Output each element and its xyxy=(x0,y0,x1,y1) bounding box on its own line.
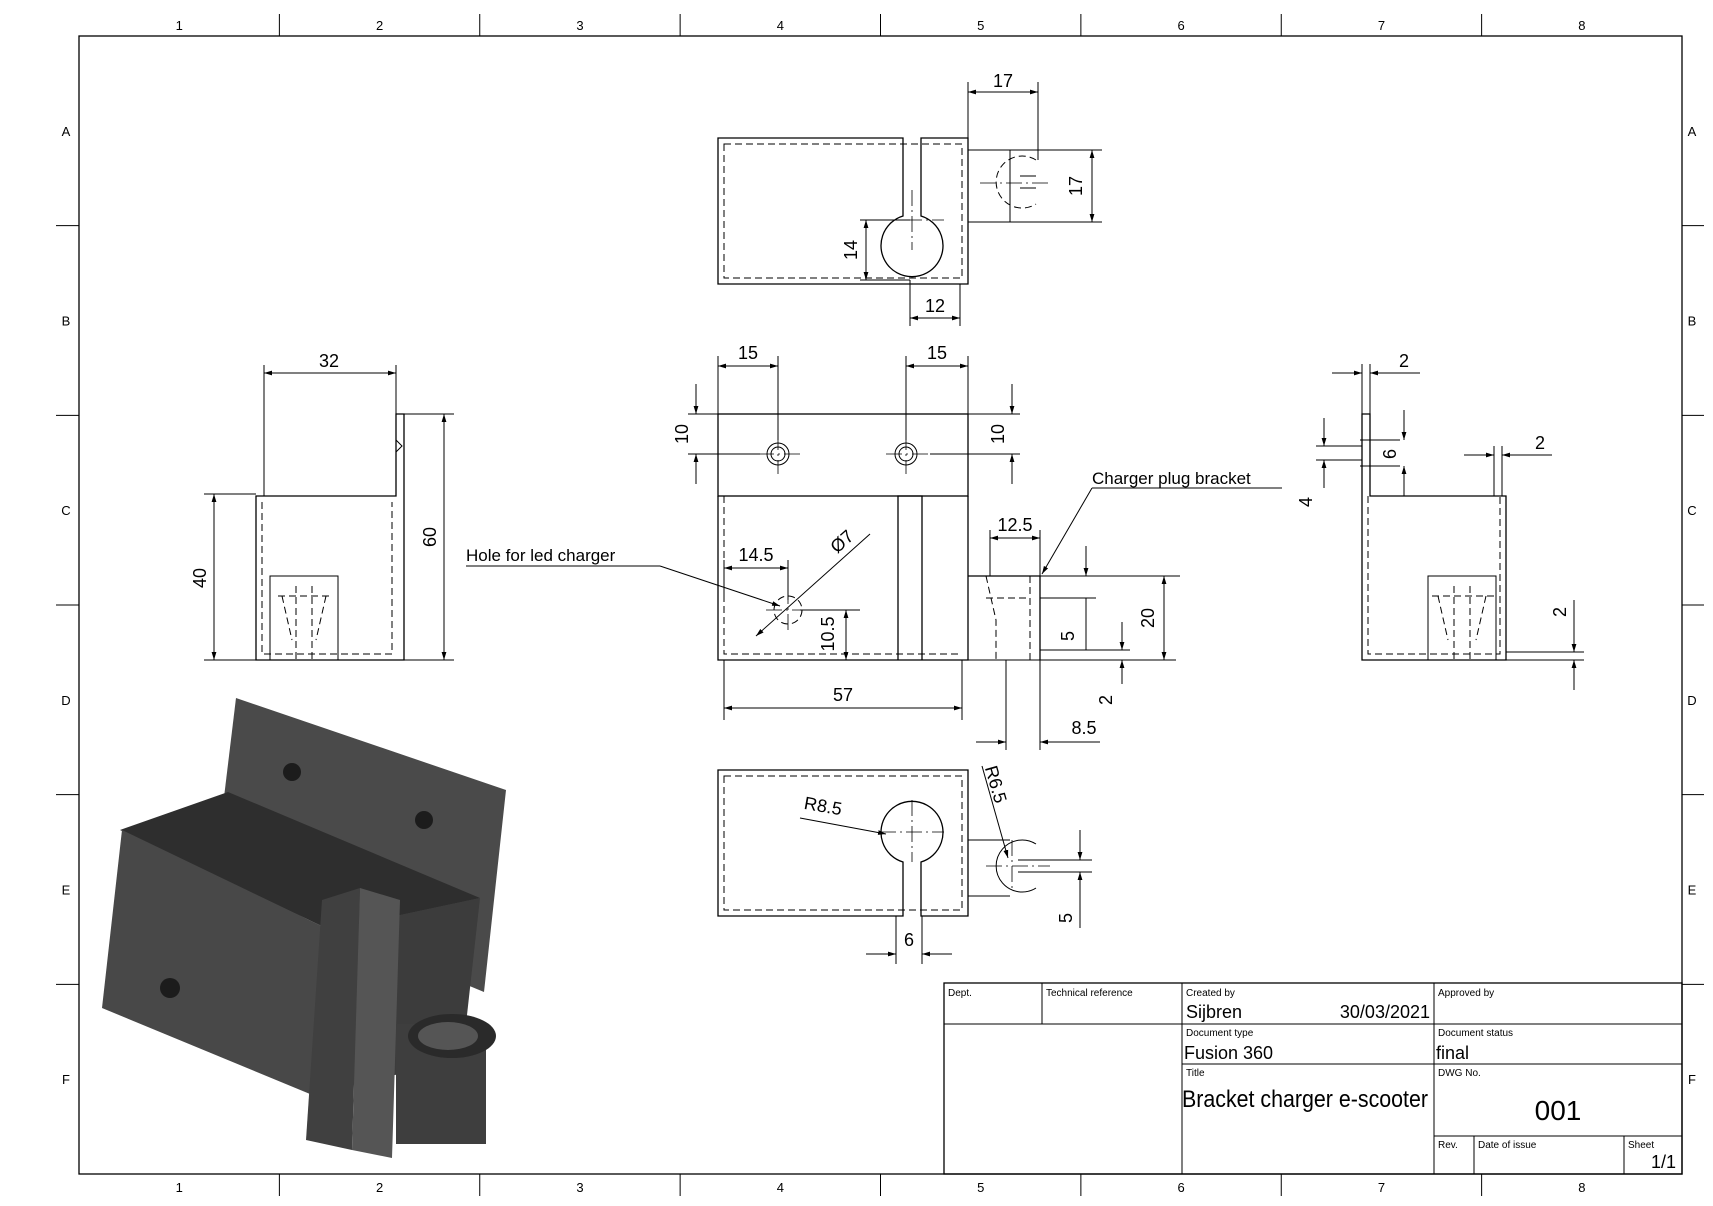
dim-top-17-horizontal: 17 xyxy=(993,71,1013,91)
front-view: 15 15 10 10 14.5 Ø7 10.5 57 Hole for led… xyxy=(466,343,1282,750)
zone-column-label: 4 xyxy=(777,18,784,33)
dim-plug-8-5: 8.5 xyxy=(1071,718,1096,738)
dim-top-12: 12 xyxy=(925,296,945,316)
label-date-of-issue: Date of issue xyxy=(1478,1140,1537,1151)
zone-column-label: 2 xyxy=(376,18,383,33)
dim-side-60: 60 xyxy=(420,527,440,547)
zone-column-label: 6 xyxy=(1177,1180,1184,1195)
document-type-value: Fusion 360 xyxy=(1184,1043,1273,1063)
zone-row-label: A xyxy=(1688,124,1697,139)
dim-plug-5: 5 xyxy=(1058,631,1078,641)
dim-front-10-right: 10 xyxy=(988,424,1008,444)
zone-column-label: 2 xyxy=(376,1180,383,1195)
label-dept: Dept. xyxy=(948,988,972,999)
zone-row-label: F xyxy=(62,1072,70,1087)
title-block: Dept. Technical reference Created by Sij… xyxy=(943,982,1683,1175)
label-technical-reference: Technical reference xyxy=(1046,988,1133,999)
dim-side-32: 32 xyxy=(319,351,339,371)
zone-column-label: 6 xyxy=(1177,18,1184,33)
dim-right-2-top: 2 xyxy=(1399,351,1409,371)
top-view: 17 17 14 12 xyxy=(717,71,1102,326)
zone-column-label: 7 xyxy=(1378,1180,1385,1195)
title-value: Bracket charger e-scooter xyxy=(1182,1086,1428,1113)
zone-column-label: 8 xyxy=(1578,18,1585,33)
zone-column-label: 5 xyxy=(977,1180,984,1195)
dim-front-14-5: 14.5 xyxy=(738,545,773,565)
zone-column-label: 4 xyxy=(777,1180,784,1195)
dim-bottom-r8-5: R8.5 xyxy=(803,793,844,819)
label-document-type: Document type xyxy=(1186,1028,1254,1039)
note-hole-for-led-charger: Hole for led charger xyxy=(466,546,616,565)
sheet-value: 1/1 xyxy=(1651,1152,1676,1172)
bottom-view: R8.5 R6.5 5 6 xyxy=(717,763,1092,964)
zone-column-label: 3 xyxy=(576,18,583,33)
zone-row-label: C xyxy=(61,503,70,518)
model-render xyxy=(102,698,506,1158)
dim-right-2-bottom: 2 xyxy=(1550,607,1570,617)
dim-front-10-5: 10.5 xyxy=(818,616,838,651)
note-charger-plug-bracket: Charger plug bracket xyxy=(1092,469,1251,488)
dim-right-4: 4 xyxy=(1296,497,1316,507)
label-title: Title xyxy=(1186,1068,1205,1079)
zone-row-label: E xyxy=(1688,883,1697,898)
zone-column-label: 1 xyxy=(176,18,183,33)
zone-row-label: C xyxy=(1687,503,1696,518)
zone-row-label: A xyxy=(62,124,71,139)
dim-plug-2: 2 xyxy=(1096,695,1116,705)
zone-row-label: B xyxy=(62,314,71,329)
label-approved-by: Approved by xyxy=(1438,988,1494,999)
zone-column-label: 3 xyxy=(576,1180,583,1195)
dim-plug-20: 20 xyxy=(1138,608,1158,628)
dim-bottom-5: 5 xyxy=(1056,913,1076,923)
zone-column-label: 1 xyxy=(176,1180,183,1195)
label-sheet: Sheet xyxy=(1628,1140,1654,1151)
dim-front-15-left: 15 xyxy=(738,343,758,363)
dim-side-40: 40 xyxy=(190,568,210,588)
dim-front-15-right: 15 xyxy=(927,343,947,363)
label-rev: Rev. xyxy=(1438,1140,1458,1151)
dim-front-10-left: 10 xyxy=(672,424,692,444)
created-date-value: 30/03/2021 xyxy=(1340,1002,1430,1022)
zone-column-label: 7 xyxy=(1378,18,1385,33)
zone-row-label: D xyxy=(61,693,70,708)
dim-top-17-vertical: 17 xyxy=(1066,176,1086,196)
zone-row-label: B xyxy=(1688,314,1697,329)
dim-bottom-r6-5: R6.5 xyxy=(981,763,1011,805)
label-document-status: Document status xyxy=(1438,1028,1513,1039)
dim-front-phi7: Ø7 xyxy=(826,526,857,557)
created-by-value: Sijbren xyxy=(1186,1002,1242,1022)
label-dwg-no: DWG No. xyxy=(1438,1068,1481,1079)
dim-top-14: 14 xyxy=(841,240,861,260)
zone-row-label: D xyxy=(1687,693,1696,708)
zone-column-label: 8 xyxy=(1578,1180,1585,1195)
dim-bottom-6: 6 xyxy=(904,930,914,950)
zone-row-label: E xyxy=(62,883,71,898)
dim-right-6: 6 xyxy=(1380,449,1400,459)
zone-column-label: 5 xyxy=(977,18,984,33)
dim-plug-12-5: 12.5 xyxy=(997,515,1032,535)
dim-front-57: 57 xyxy=(833,685,853,705)
left-side-view: 32 40 60 xyxy=(190,351,454,661)
label-created-by: Created by xyxy=(1186,988,1235,999)
document-status-value: final xyxy=(1436,1043,1469,1063)
dim-right-2-mid: 2 xyxy=(1535,433,1545,453)
right-side-view: 2 6 2 4 2 xyxy=(1296,351,1584,690)
zone-row-label: F xyxy=(1688,1072,1696,1087)
dwg-no-value: 001 xyxy=(1535,1095,1582,1126)
